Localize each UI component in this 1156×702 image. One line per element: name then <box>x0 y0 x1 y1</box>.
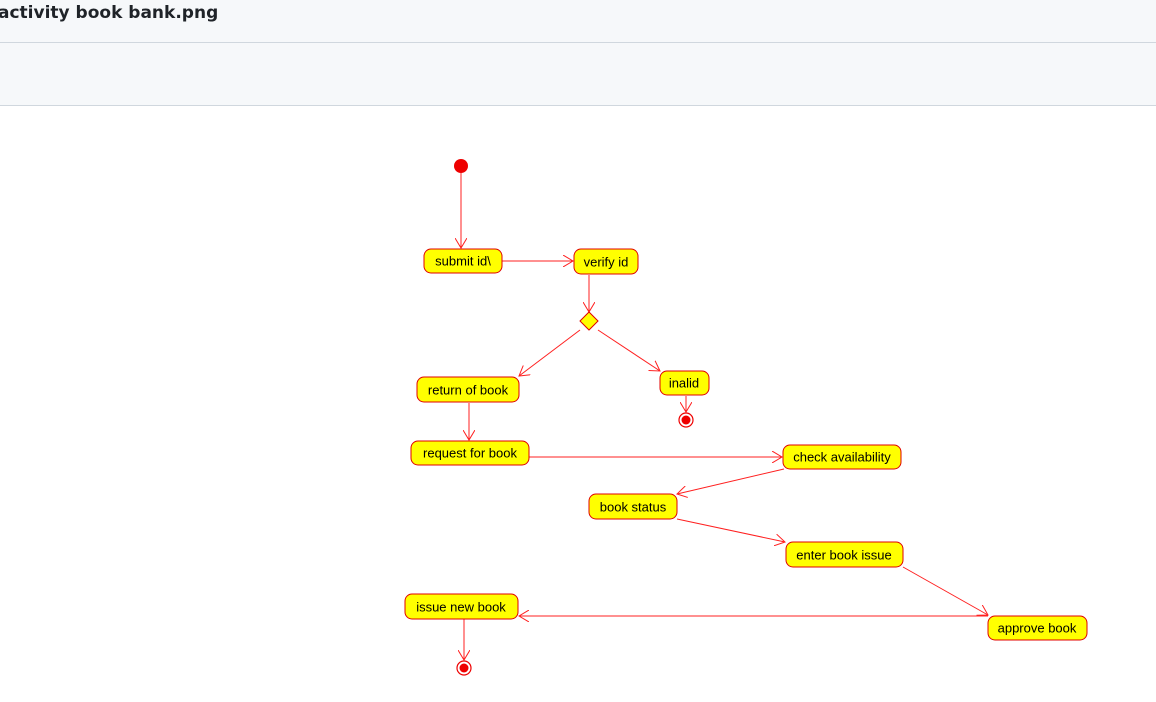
action-enter-book-issue: enter book issue <box>785 541 904 568</box>
flow-status-to-enter <box>676 518 785 542</box>
flow-decision-to-inalid <box>597 329 660 371</box>
action-label: enter book issue <box>796 548 891 563</box>
title-bar: activity book bank.png <box>0 0 1156 43</box>
file-title: activity book bank.png <box>0 3 219 23</box>
action-book-status: book status <box>588 493 678 520</box>
action-request-for-book: request for book <box>410 440 530 466</box>
action-check-availability: check availability <box>782 444 902 470</box>
action-label: issue new book <box>416 600 506 615</box>
action-label: book status <box>600 500 667 515</box>
flow-decision-to-return <box>519 329 581 376</box>
action-inalid: inalid <box>659 370 710 396</box>
action-label: return of book <box>428 383 509 398</box>
action-label: submit id\ <box>435 254 491 269</box>
decision-node <box>579 311 599 331</box>
action-label: approve book <box>998 621 1077 636</box>
action-approve-book: approve book <box>987 615 1088 641</box>
flow-check-to-status <box>677 468 785 494</box>
control-flows <box>461 173 988 660</box>
action-issue-new-book: issue new book <box>404 593 519 620</box>
action-verify-id: verify id <box>573 248 639 275</box>
action-submit-id: submit id\ <box>423 248 503 274</box>
diagram-canvas: submit id\ verify id return of book inal… <box>0 106 1156 702</box>
flow-enter-to-approve <box>902 566 988 615</box>
action-label: check availability <box>793 450 891 465</box>
final-node-inalid <box>678 412 694 428</box>
initial-node <box>454 159 468 173</box>
action-label: inalid <box>669 376 699 391</box>
final-node-main <box>456 660 472 676</box>
toolbar <box>0 43 1156 106</box>
activity-diagram: submit id\ verify id return of book inal… <box>404 159 1088 676</box>
action-return-of-book: return of book <box>416 376 520 403</box>
action-label: request for book <box>423 446 517 461</box>
action-label: verify id <box>584 255 629 270</box>
